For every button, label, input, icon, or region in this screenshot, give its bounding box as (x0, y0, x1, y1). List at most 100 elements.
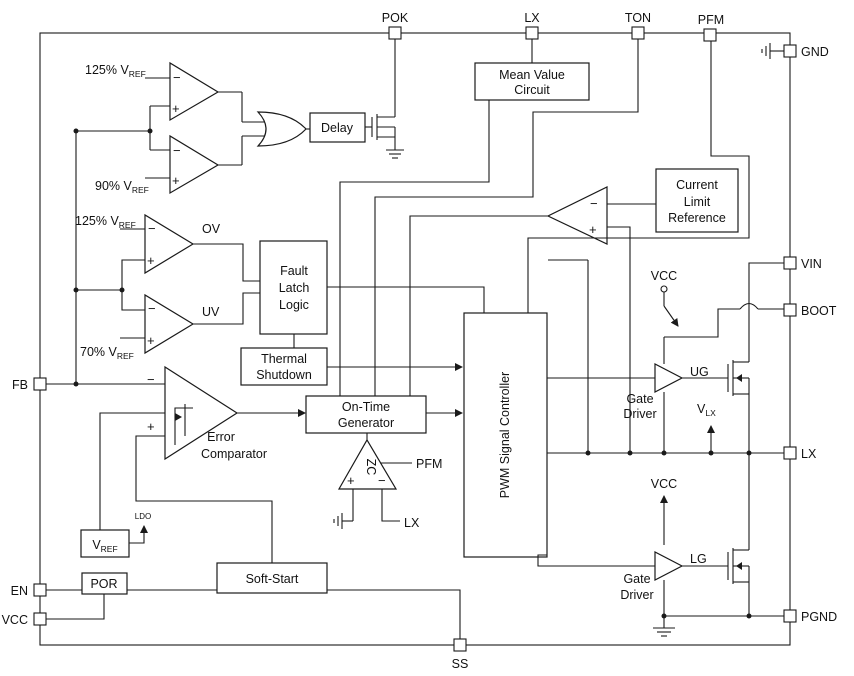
pin-gnd[interactable] (783, 44, 797, 58)
svg-text:+: + (147, 419, 155, 434)
vlx-label: VLX (697, 402, 716, 418)
pok-comparator-high: − + (169, 61, 220, 122)
on-time-line2: Generator (338, 416, 394, 430)
chip-outline (39, 32, 791, 646)
svg-text:−: − (173, 70, 181, 85)
pin-lx-right[interactable] (783, 446, 797, 460)
gate-driver-lower-1: Gate (623, 572, 650, 586)
svg-text:+: + (347, 473, 355, 488)
pin-lx-top[interactable] (525, 26, 539, 40)
ov-label: OV (202, 222, 221, 236)
current-limit-comparator: − + (546, 186, 608, 245)
gate-driver-upper-1: Gate (626, 392, 653, 406)
pin-vin-label: VIN (801, 257, 822, 271)
on-time-generator-block (305, 395, 427, 434)
ldo-label: LDO (135, 512, 151, 521)
svg-text:+: + (172, 101, 180, 116)
lower-ground-symbol (653, 627, 675, 637)
pin-pfm-label: PFM (698, 13, 724, 27)
zc-comparator: + − ZC (337, 438, 398, 490)
svg-text:−: − (148, 221, 156, 236)
delay-label: Delay (321, 121, 354, 135)
soft-start-block (216, 562, 328, 594)
delay-block (309, 112, 366, 143)
fault-line2: Latch (279, 281, 310, 295)
svg-text:+: + (147, 253, 155, 268)
thermal-shutdown-block (240, 347, 328, 386)
mean-value-line1: Mean Value (499, 68, 565, 82)
pin-ton[interactable] (631, 26, 645, 40)
por-label: POR (90, 577, 117, 591)
svg-text:−: − (147, 372, 155, 387)
mean-value-circuit-block (474, 62, 590, 101)
uv-comparator: − + (144, 293, 195, 355)
ug-gate-driver (654, 363, 684, 393)
zc-lx-label: LX (404, 516, 420, 530)
ref-125-top-label: 125% VREF (85, 63, 146, 79)
svg-text:−: − (590, 196, 598, 211)
gate-driver-upper-2: Driver (623, 407, 656, 421)
ref-125-ov-label: 125% VREF (75, 214, 136, 230)
thermal-line1: Thermal (261, 352, 307, 366)
zc-gnd-symbol (333, 513, 353, 529)
vcc-upper-label: VCC (651, 269, 677, 283)
vcc-lower-label: VCC (651, 477, 677, 491)
pin-pgnd-label: PGND (801, 610, 837, 624)
on-time-line1: On-Time (342, 400, 390, 414)
gate-driver-lower-2: Driver (620, 588, 653, 602)
fault-line3: Logic (279, 298, 309, 312)
pin-vcc-label: VCC (2, 613, 28, 627)
pin-ss[interactable] (453, 638, 467, 652)
or-gate (256, 111, 307, 147)
high-side-mosfet (727, 360, 749, 396)
pins: POK LX TON PFM GND VIN BOOT LX PGND FB E… (2, 11, 838, 671)
pok-comparator-low: − + (169, 134, 220, 195)
ref-90-label: 90% VREF (95, 179, 149, 195)
pin-ton-label: TON (625, 11, 651, 25)
pok-nmos (371, 39, 404, 159)
ref-70-label: 70% VREF (80, 345, 134, 361)
pin-en-label: EN (11, 584, 28, 598)
current-limit-reference-block (655, 168, 739, 233)
current-limit-line1: Current (676, 178, 718, 192)
pin-lx-right-label: LX (801, 447, 817, 461)
zc-pfm-label: PFM (416, 457, 442, 471)
svg-text:+: + (589, 222, 597, 237)
pin-boot[interactable] (783, 303, 797, 317)
pin-fb[interactable] (33, 377, 47, 391)
pin-pok-label: POK (382, 11, 409, 25)
pin-vcc[interactable] (33, 612, 47, 626)
pin-ss-label: SS (452, 657, 469, 671)
pin-pfm[interactable] (703, 28, 717, 42)
pin-vin[interactable] (783, 256, 797, 270)
pwm-label: PWM Signal Controller (498, 372, 512, 498)
pin-gnd-label: GND (801, 45, 829, 59)
svg-text:−: − (378, 473, 386, 488)
svg-text:−: − (148, 301, 156, 316)
lg-gate-driver (654, 551, 684, 581)
svg-text:+: + (147, 333, 155, 348)
vcc-upper-node (660, 285, 668, 293)
pwm-signal-controller-block (463, 312, 548, 558)
gnd-symbol-top (761, 43, 784, 59)
soft-start-label: Soft-Start (246, 572, 299, 586)
uv-label: UV (202, 305, 220, 319)
current-limit-line3: Reference (668, 211, 726, 225)
pin-lx-top-label: LX (524, 11, 540, 25)
svg-text:−: − (173, 143, 181, 158)
error-label-2: Comparator (201, 447, 267, 461)
vref-label: VREF (92, 538, 117, 554)
current-limit-line2: Limit (684, 195, 711, 209)
pin-fb-label: FB (12, 378, 28, 392)
pin-pgnd[interactable] (783, 609, 797, 623)
fault-line1: Fault (280, 264, 308, 278)
thermal-line2: Shutdown (256, 368, 312, 382)
pin-pok[interactable] (388, 26, 402, 40)
lg-label: LG (690, 552, 707, 566)
pin-en[interactable] (33, 583, 47, 597)
ug-label: UG (690, 365, 709, 379)
pin-boot-label: BOOT (801, 304, 837, 318)
svg-text:+: + (172, 173, 180, 188)
ov-comparator: − + (144, 213, 195, 275)
